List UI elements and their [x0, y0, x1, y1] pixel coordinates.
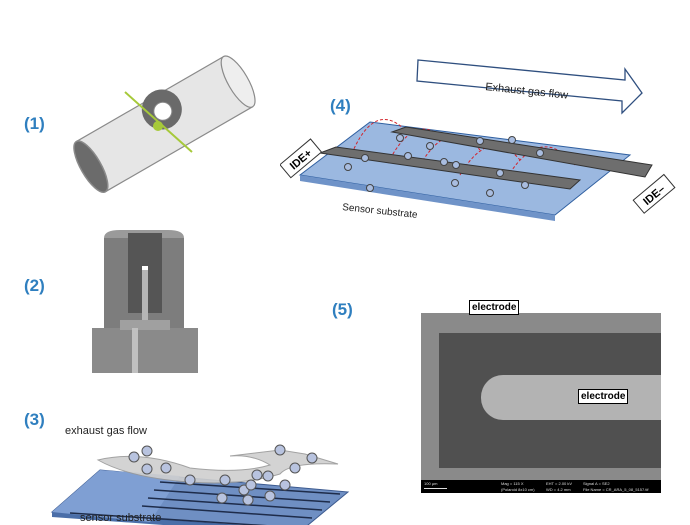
substrate-label-3: sensor substrate: [80, 512, 161, 524]
tube-base: [92, 328, 198, 373]
soot-particles-3: [128, 444, 318, 506]
tube-collar: [120, 320, 170, 330]
panel-label-1: (1): [24, 114, 45, 133]
ide-minus-tag: IDE–: [632, 173, 676, 214]
heater-pad: [52, 470, 180, 522]
sem-scale: 100 µm: [424, 481, 438, 486]
electrode-ide-plus: [319, 146, 582, 190]
sem-signal: Signal A = SE2: [583, 481, 610, 486]
sem-mag2: (Polaroid 8x10 cm): [501, 487, 535, 492]
sensor-tip-icon: [153, 121, 163, 131]
rod-slot: [142, 266, 148, 270]
panel-label-2: (2): [24, 276, 45, 295]
pipe-end-far: [220, 55, 256, 108]
panel-label-4: (4): [330, 96, 351, 115]
flow-label-3: exhaust gas flow: [65, 425, 147, 437]
sem-eht: EHT = 2.00 kV: [546, 481, 573, 486]
substrate-edge-4: [300, 175, 555, 221]
ide-field-illustration: Exhaust gas flow IDE+ IDE– Sensor substr…: [280, 59, 676, 221]
sem-mag: Mag = 115 X: [501, 481, 524, 486]
flow-arrow-icon: [416, 59, 643, 115]
substrate-label-4: Sensor substrate: [342, 202, 419, 221]
exhaust-pipe-illustration: [73, 55, 256, 193]
sensor-head: [153, 101, 173, 121]
panel-label-5: (5): [332, 300, 353, 319]
sem-file: File Name = CR_ARA_5_08_5157.tif: [583, 487, 649, 492]
electrode-ide-minus: [390, 126, 653, 178]
pipe-opening: [73, 140, 109, 193]
sem-electrode-finger: [481, 375, 661, 420]
sem-scale-bar: [424, 488, 447, 489]
protective-tube-illustration: [92, 230, 198, 373]
sem-info-bar: 100 µm Mag = 115 X (Polaroid 8x10 cm) EH…: [421, 480, 661, 493]
tube-rod-lower: [132, 328, 138, 373]
soot-particles-4: [344, 134, 544, 197]
ide-plus-tag: IDE+: [280, 138, 323, 179]
panel-label-3: (3): [24, 410, 45, 429]
sem-wd: WD = 4.2 mm: [546, 487, 571, 492]
electrode-label-right: electrode: [578, 389, 629, 404]
particle-deposition-illustration: exhaust gas flow sensor substrate: [50, 425, 350, 525]
electrode-label-top: electrode: [469, 300, 520, 315]
